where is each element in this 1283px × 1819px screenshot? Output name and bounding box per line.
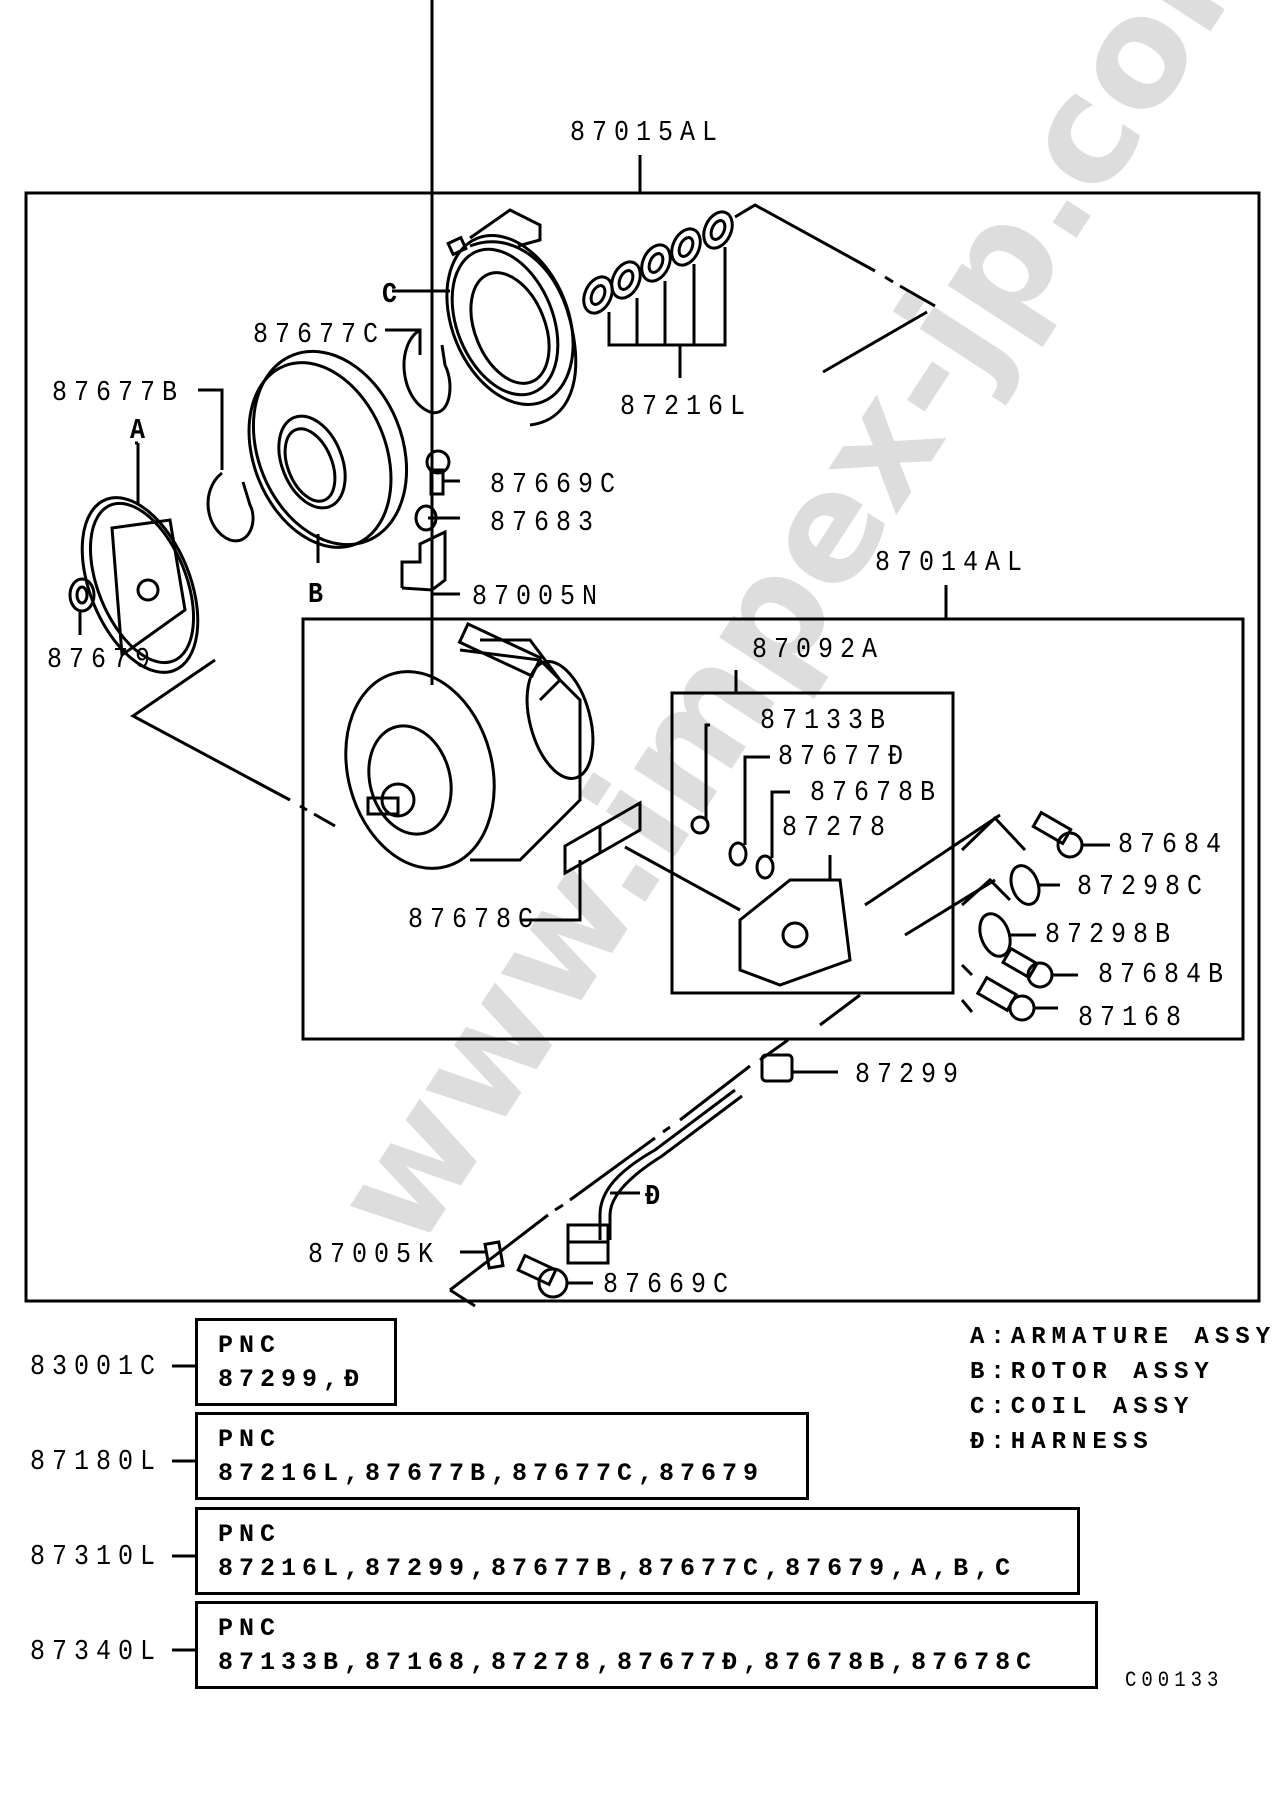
callout-87669c-bottom: 87669C xyxy=(603,1267,736,1302)
callout-87005n: 87005N xyxy=(472,579,605,614)
callout-87684: 87684 xyxy=(1118,827,1229,862)
legend: A:ARMATURE ASSY B:ROTOR ASSY C:COIL ASSY… xyxy=(970,1320,1276,1460)
kit-pnc-box: PNC 87216L,87299,87677B,87677C,87679,A,B… xyxy=(195,1507,1080,1595)
plate-87298c xyxy=(1009,864,1041,906)
rotor-assembly-drawing xyxy=(247,349,409,563)
callout-87133b: 87133B xyxy=(760,703,893,738)
o-ring-87678b xyxy=(755,854,775,880)
callout-87678c: 87678C xyxy=(408,902,541,937)
plate-87298b xyxy=(978,912,1012,958)
callout-87216l: 87216L xyxy=(620,389,753,424)
label-87014al: 87014AL xyxy=(875,545,1030,580)
bolt-87684b xyxy=(1000,946,1054,989)
callout-a: A xyxy=(130,413,153,448)
clip-87005k xyxy=(483,1240,505,1270)
kit-code: 83001C xyxy=(30,1349,163,1384)
callout-87278: 87278 xyxy=(782,810,893,845)
kit-pnc-parts: 87133B,87168,87278,87677Đ,87678B,87678C xyxy=(218,1648,1038,1677)
callout-87299: 87299 xyxy=(855,1057,966,1092)
kit-pnc-box: PNC 87216L,87677B,87677C,87679 xyxy=(195,1412,809,1500)
callout-87005k: 87005K xyxy=(308,1237,441,1272)
kit-pnc-parts: 87216L,87677B,87677C,87679 xyxy=(218,1459,765,1488)
callout-87683: 87683 xyxy=(490,505,601,540)
kit-code: 87310L xyxy=(30,1539,163,1574)
callout-b: B xyxy=(308,577,331,612)
shim-rings xyxy=(582,210,734,378)
label-87015al: 87015AL xyxy=(570,115,725,150)
kit-pnc-header: PNC xyxy=(218,1614,282,1643)
nut-87679 xyxy=(68,577,96,613)
kit-pnc-header: PNC xyxy=(218,1520,282,1549)
snap-ring-87677d xyxy=(728,841,748,867)
callout-87679: 87679 xyxy=(47,642,158,677)
outer-assembly-frame xyxy=(24,191,1261,1303)
callout-d: Đ xyxy=(645,1179,668,1214)
legend-item: C:COIL ASSY xyxy=(970,1394,1195,1421)
kit-pnc-header: PNC xyxy=(218,1425,282,1454)
callout-87669c-top: 87669C xyxy=(490,467,623,502)
label-plate-87678c xyxy=(563,800,642,876)
coil-assembly-drawing xyxy=(445,208,578,427)
kit-code: 87340L xyxy=(30,1634,163,1669)
harness-drawing xyxy=(566,1088,743,1265)
callout-87684b: 87684B xyxy=(1098,957,1231,992)
legend-item: B:ROTOR ASSY xyxy=(970,1359,1215,1386)
kit-pnc-box: PNC 87299,Đ xyxy=(195,1318,397,1406)
bolt-87669c-bottom xyxy=(516,1253,569,1299)
bolt-87684 xyxy=(1031,810,1084,859)
drawing-reference: C00133 xyxy=(1125,1667,1224,1693)
callout-87678b: 87678B xyxy=(810,775,943,810)
kit-pnc-header: PNC xyxy=(218,1331,282,1360)
bracket-87005n xyxy=(400,529,447,592)
callout-87168: 87168 xyxy=(1078,1000,1189,1035)
kit-pnc-box: PNC 87133B,87168,87278,87677Đ,87678B,876… xyxy=(195,1601,1098,1689)
label-87092a: 87092A xyxy=(752,632,885,667)
legend-item: A:ARMATURE ASSY xyxy=(970,1324,1277,1351)
callout-87298b: 87298B xyxy=(1045,917,1178,952)
compressor-body-drawing xyxy=(344,622,595,870)
inner-assembly-frame xyxy=(301,617,1245,1041)
callout-87677c: 87677C xyxy=(253,317,386,352)
callout-c: C xyxy=(382,277,405,312)
kit-pnc-parts: 87216L,87299,87677B,87677C,87679,A,B,C xyxy=(218,1554,1017,1583)
control-valve-drawing xyxy=(738,855,852,987)
valve-assembly-frame xyxy=(670,691,955,995)
snap-ring-87677c xyxy=(402,328,452,415)
legend-item: Đ:HARNESS xyxy=(970,1429,1154,1456)
fitting-87168 xyxy=(975,975,1036,1022)
callout-87298c: 87298C xyxy=(1077,869,1210,904)
cap-87299 xyxy=(760,1053,794,1083)
o-ring-87133b xyxy=(690,815,710,835)
snap-ring-87677b xyxy=(206,471,255,543)
callout-87677b: 87677B xyxy=(52,375,185,410)
kit-pnc-parts: 87299,Đ xyxy=(218,1365,366,1394)
kit-code: 87180L xyxy=(30,1444,163,1479)
callout-87677d: 87677Đ xyxy=(778,739,911,774)
